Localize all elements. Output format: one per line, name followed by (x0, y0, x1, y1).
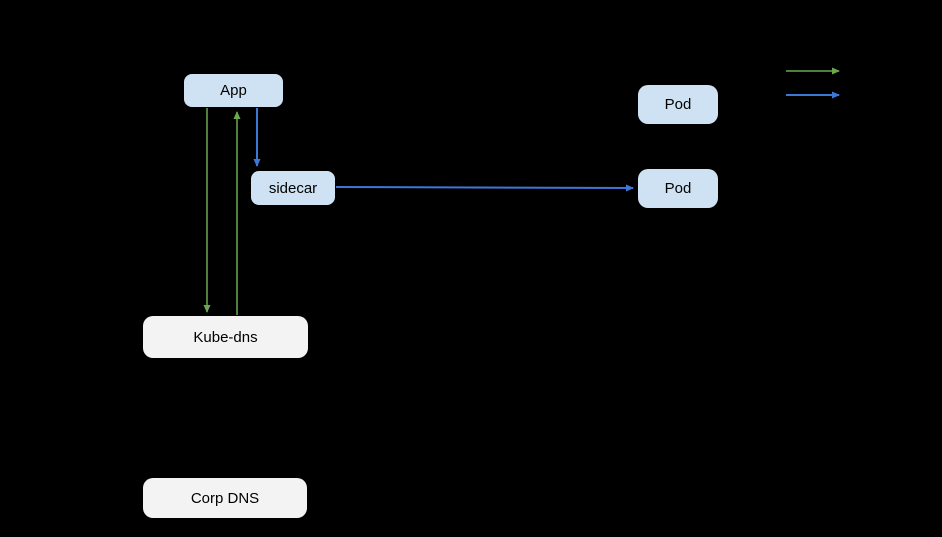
node-app: App (184, 74, 283, 107)
arrow-sidecar-to-pod (335, 184, 634, 192)
node-label-kube-dns: Kube-dns (193, 328, 258, 346)
node-label-sidecar: sidecar (268, 179, 318, 197)
node-label-corp-dns: Corp DNS (190, 489, 260, 507)
node-pod-2: Pod (638, 169, 718, 208)
node-label-pod-1: Pod (664, 96, 692, 113)
node-label-pod-2: Pod (664, 180, 692, 197)
node-label-app: App (220, 82, 247, 99)
node-kube-dns: Kube-dns (143, 316, 308, 358)
node-corp-dns: Corp DNS (143, 478, 307, 518)
node-pod-1: Pod (638, 85, 718, 124)
node-sidecar: sidecar (251, 171, 335, 205)
